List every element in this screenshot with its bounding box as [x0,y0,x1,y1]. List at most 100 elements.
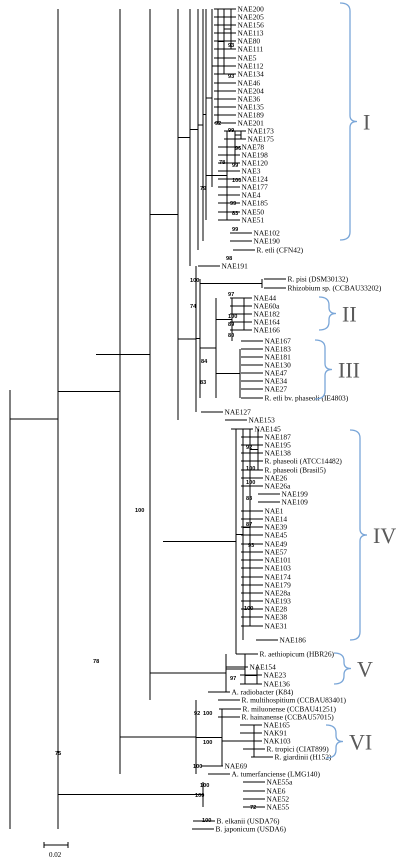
leaf-label: NAE55 [267,803,290,812]
bootstrap-value: 97 [230,676,236,682]
leaf-label: NAE190 [254,237,281,246]
leaf-label: NAE130 [265,361,292,370]
leaf-label: NAE1 [265,507,284,516]
leaf-label: NAE50 [242,208,265,217]
leaf-label: NAE205 [238,13,265,22]
leaf-label: B. japonicum (USDA6) [216,825,287,834]
leaf-label: NAE195 [265,441,292,450]
bootstrap-value: 100 [246,480,255,486]
leaf-label: NAE113 [238,29,264,38]
leaf-label: R. hainanense (CCBAU57015) [242,713,335,722]
clade-label: VI [349,730,372,755]
bootstrap-value: 83 [246,496,252,502]
bootstrap-value: 100 [190,278,199,284]
leaf-label: NAE6 [267,787,286,796]
leaf-label: NAE28a [265,589,292,598]
leaf-label: A. tumerfanciense (LMG140) [232,770,321,779]
leaf-label: NAE31 [265,622,288,631]
bootstrap-value: 100 [203,711,212,717]
leaf-label: R. tropici (CIAT899) [267,745,330,754]
bootstrap-value: 93 [228,74,234,80]
leaf-label: NAE182 [254,310,281,319]
bootstrap-value: 80 [228,333,234,339]
leaf-label: NAE154 [250,663,277,672]
leaf-label: NAE111 [238,45,264,54]
leaf-label: NAE189 [238,111,265,120]
leaf-label: NAE51 [242,216,265,225]
leaf-label: NAE39 [265,523,288,532]
leaf-label: NAE173 [248,127,275,136]
leaf-label: R. aethiopicum (HBR26) [260,650,335,659]
bootstrap-value: 74 [190,304,197,310]
leaf-label: NAE101 [265,556,292,565]
leaf-label: NAE153 [249,416,276,425]
leaf-label: NAE156 [238,21,265,30]
leaf-label: Rhizobium sp. (CCBAU33202) [288,284,382,293]
leaf-label: NAE191 [222,262,249,271]
bootstrap-value: 79 [200,186,206,192]
leaf-label: NAE28 [265,605,288,614]
clade-label: I [363,110,370,135]
leaf-label: NAE193 [265,597,292,606]
bootstrap-value: 93 [248,543,254,549]
leaf-label: NAE120 [242,159,269,168]
leaf-label: NAE136 [264,680,291,689]
tree-leaf-labels: NAE200NAE205NAE156NAE113NAE80NAE111NAE5N… [216,5,382,834]
leaf-label: NAE177 [242,183,269,192]
leaf-label: NAE175 [248,135,275,144]
leaf-label: NAE49 [265,540,288,549]
bootstrap-value: 92 [194,711,200,717]
leaf-label: NAE201 [238,119,265,128]
leaf-label: R. etli bv. phaseoli (IE4803) [265,394,349,403]
leaf-label: NAE138 [265,449,292,458]
leaf-label: NAE124 [242,175,269,184]
leaf-label: NAE200 [238,5,265,14]
leaf-label: NAE52 [267,795,290,804]
leaf-label: NAE38 [265,613,288,622]
clade-brace [333,652,352,685]
leaf-label: NAE45 [265,531,288,540]
leaf-label: NAK91 [264,729,288,738]
leaf-label: B. elkanii (USDA76) [217,817,281,826]
bootstrap-values: 9393929996997810099839979981007497100898… [55,43,256,824]
leaf-label: NAE164 [254,318,281,327]
leaf-label: NAE204 [238,87,265,96]
leaf-label: R. multihospitium (CCBAU83401) [242,696,347,705]
leaf-label: NAE27 [265,385,288,394]
leaf-label: NAE36 [238,95,261,104]
leaf-label: NAE78 [242,143,265,152]
clade-brace [349,429,368,641]
clade-brace [325,724,344,759]
leaf-label: NAE127 [225,408,252,417]
leaf-label: NAE3 [242,167,261,176]
leaf-label: R. phaseoli (Brasil5) [265,466,327,475]
leaf-label: NAE145 [255,425,282,434]
leaf-label: NAE26a [265,482,292,491]
bootstrap-value: 78 [93,659,99,665]
bootstrap-value: 89 [228,322,234,328]
leaf-label: NAE166 [254,326,281,335]
bootstrap-value: 75 [55,751,61,757]
leaf-label: NAE26 [265,474,288,483]
leaf-label: NAE80 [238,37,261,46]
leaf-label: NAK103 [264,737,291,746]
bootstrap-value: 100 [195,793,204,799]
leaf-label: NAE198 [242,151,269,160]
bootstrap-value: 97 [228,292,234,298]
leaf-label: A. radiobacter (K84) [232,688,294,697]
bootstrap-value: 100 [228,314,237,320]
bootstrap-value: 100 [232,178,241,184]
leaf-label: R. pisi (DSM30132) [288,275,349,284]
leaf-label: NAE46 [238,79,261,88]
leaf-label: NAE109 [282,498,309,507]
leaf-label: R. miluonense (CCBAU41251) [243,705,337,714]
clade-label: II [342,302,357,327]
leaf-label: NAE14 [265,515,288,524]
bootstrap-value: 83 [232,211,238,217]
leaf-label: NAE69 [225,762,248,771]
leaf-label: NAE183 [265,345,292,354]
leaf-label: NAE112 [238,62,264,71]
leaf-label: NAE167 [265,337,292,346]
leaf-label: NAE44 [254,294,277,303]
